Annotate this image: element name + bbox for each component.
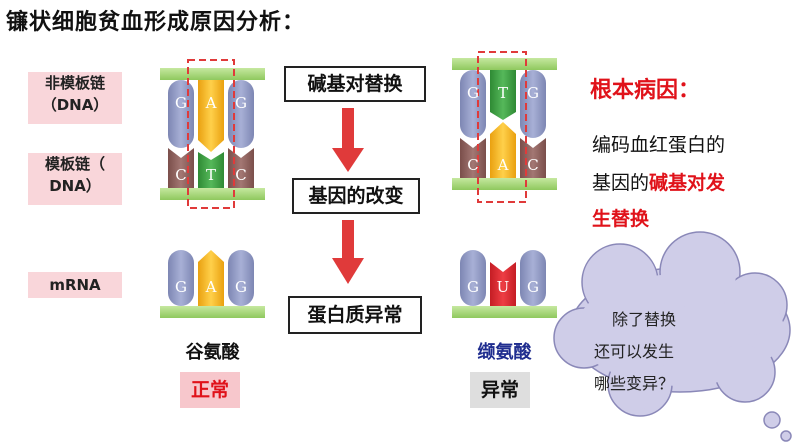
label-non-template-strand: 非模板链 （DNA） — [28, 72, 122, 124]
step-gene-change: 基因的改变 — [292, 178, 420, 214]
base-letter: G — [235, 94, 247, 112]
root-cause-heading: 根本病因： — [590, 78, 701, 103]
label-non-template-line1: 非模板链 — [44, 74, 105, 92]
base-letter: A — [205, 278, 217, 296]
mutant-mrna — [452, 250, 557, 318]
page-title: 镰状细胞贫血形成原因分析： — [6, 10, 306, 35]
base-letter: G — [467, 278, 479, 296]
base-letter: U — [497, 278, 510, 296]
label-mrna: mRNA — [28, 272, 122, 298]
base-letter: G — [467, 84, 479, 102]
base-letter: G — [235, 278, 247, 296]
status-badge-abnormal: 异常 — [470, 372, 530, 408]
base-letter: C — [235, 166, 246, 184]
label-template-strand: 模板链（ DNA） — [28, 153, 122, 205]
root-cause-line2-plain: 基因的 — [592, 172, 650, 194]
flow-arrow-2 — [332, 220, 364, 284]
base-letter: T — [498, 84, 508, 102]
root-cause-line1: 编码血红蛋白的 — [592, 134, 726, 156]
flow-arrow-1 — [332, 108, 364, 172]
base-letter: A — [205, 94, 217, 112]
step-base-pair-substitution: 碱基对替换 — [284, 66, 426, 102]
base-letter: G — [527, 84, 539, 102]
cloud-line3: 哪些变异？ — [594, 374, 675, 393]
label-non-template-line2: （DNA） — [41, 96, 109, 114]
base-letter: C — [527, 156, 538, 174]
amino-acid-normal: 谷氨酸 — [185, 342, 240, 363]
base-letter: C — [175, 166, 186, 184]
mutant-dna — [452, 51, 557, 203]
status-badge-normal: 正常 — [180, 372, 240, 408]
normal-mrna — [160, 250, 265, 318]
base-letter: G — [527, 278, 539, 296]
base-letter: C — [467, 156, 478, 174]
base-letter: A — [497, 156, 509, 174]
root-cause-line2-highlight: 碱基对发 — [649, 172, 726, 194]
amino-acid-mutant: 缬氨酸 — [477, 342, 532, 363]
cloud-line1: 除了替换 — [612, 310, 677, 329]
base-letter: G — [175, 94, 187, 112]
base-letter: T — [206, 166, 216, 184]
normal-dna — [160, 59, 265, 209]
cloud-line2: 还可以发生 — [594, 342, 675, 361]
label-template-line1: 模板链（ — [44, 155, 105, 173]
base-letter: G — [175, 278, 187, 296]
label-template-line2: DNA） — [49, 177, 101, 195]
root-cause-line3: 生替换 — [592, 208, 650, 230]
root-cause-line2: 基因的碱基对发 — [592, 168, 725, 195]
step-protein-abnormal: 蛋白质异常 — [288, 296, 422, 334]
